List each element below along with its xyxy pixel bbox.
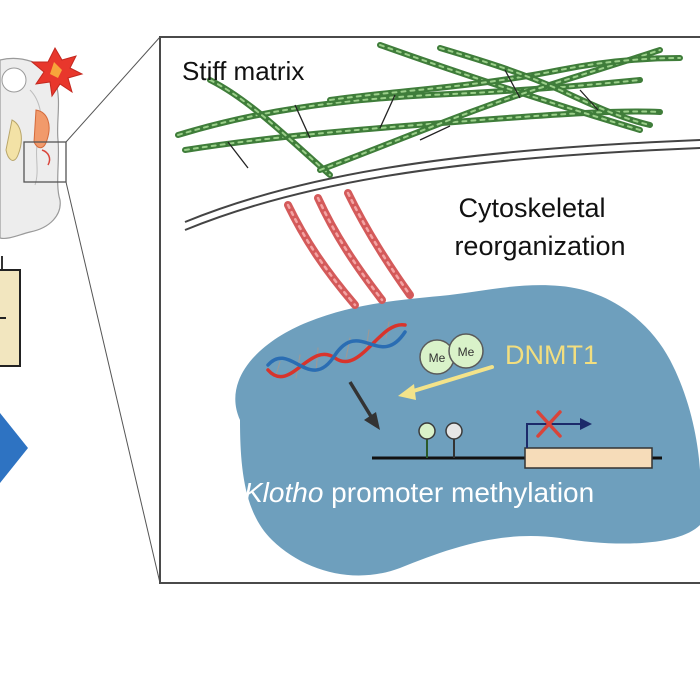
zoom-line-top: [65, 36, 161, 143]
transcription-blocked-icon: [536, 410, 562, 438]
matrix-crosslinks: [227, 69, 599, 169]
left-box: [0, 269, 21, 367]
zoom-source-box: [23, 141, 67, 183]
gene-box: [524, 447, 653, 469]
cytoskeletal-label: Cytoskeletal: [458, 193, 605, 223]
methyl-group-2: [448, 333, 484, 369]
injury-burst-icon: [30, 46, 84, 98]
cell-membrane-outer: [184, 139, 700, 223]
dnmt1-arrow: [398, 365, 494, 400]
stiff-matrix-label: Stiff matrix: [182, 56, 304, 86]
promoter-methylation-text: promoter methylation: [323, 477, 594, 508]
klotho-gene-name: Klotho: [244, 477, 323, 508]
methyl-label-2: Me: [458, 345, 475, 359]
nucleus: [235, 285, 700, 576]
zoom-line-bottom: [65, 181, 161, 584]
left-arrow: [0, 413, 28, 483]
reorganization-label: reorganization: [454, 231, 625, 261]
actin-bundles: [284, 189, 414, 309]
tissue-sketch: [0, 57, 61, 240]
matrix-fibers: [175, 42, 683, 178]
cpg-lollipop: [445, 422, 463, 458]
cpg-lollipop-methylated: [418, 422, 436, 458]
transcription-start-arrow: [526, 418, 592, 448]
dnmt1-label: DNMT1: [505, 340, 598, 370]
dna-helix: [266, 321, 407, 379]
klotho-methylation-label: Klotho promoter methylation: [244, 477, 594, 508]
dna-down-arrow: [348, 381, 380, 430]
cell-membrane-inner: [184, 147, 700, 231]
methyl-label-1: Me: [429, 351, 446, 365]
